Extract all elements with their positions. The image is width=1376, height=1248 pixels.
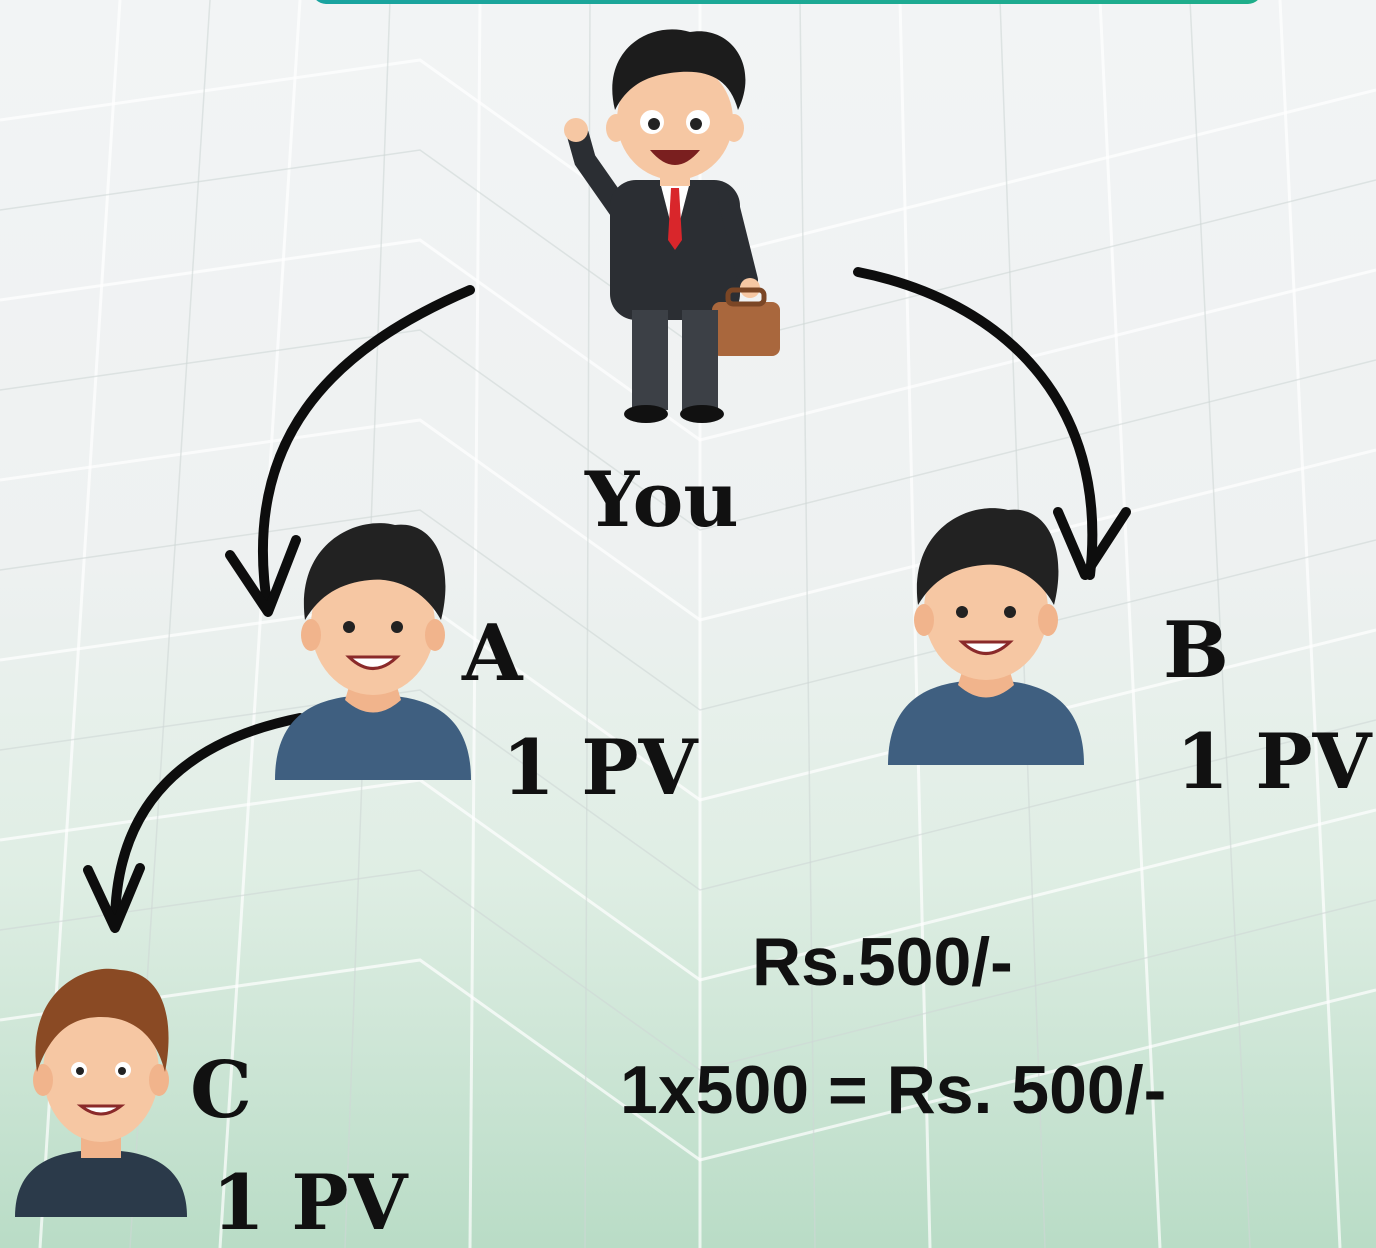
arrow-icon xyxy=(1053,507,1131,580)
node-a-label: A xyxy=(462,608,523,699)
node-c-label: C xyxy=(190,1045,253,1136)
node-b-pv: 1 PV xyxy=(1176,717,1372,806)
node-b-label: B xyxy=(1163,605,1229,696)
arrow-icon xyxy=(257,285,475,615)
arrow-icon xyxy=(83,863,145,933)
header-bar xyxy=(312,0,1262,4)
person-icon xyxy=(275,523,471,780)
person-icon xyxy=(888,508,1084,765)
node-c-pv: 1 PV xyxy=(212,1158,408,1247)
rate-text: Rs.500/- xyxy=(752,924,1013,1000)
arrow-icon xyxy=(225,535,301,617)
arrow-icon xyxy=(853,267,1098,580)
person-icon xyxy=(15,968,187,1217)
businessman-icon xyxy=(564,29,780,423)
arrow-icon xyxy=(110,713,305,930)
node-you-label: You xyxy=(585,455,739,544)
node-a-pv: 1 PV xyxy=(502,723,698,812)
formula-text: 1x500 = Rs. 500/- xyxy=(620,1052,1167,1128)
